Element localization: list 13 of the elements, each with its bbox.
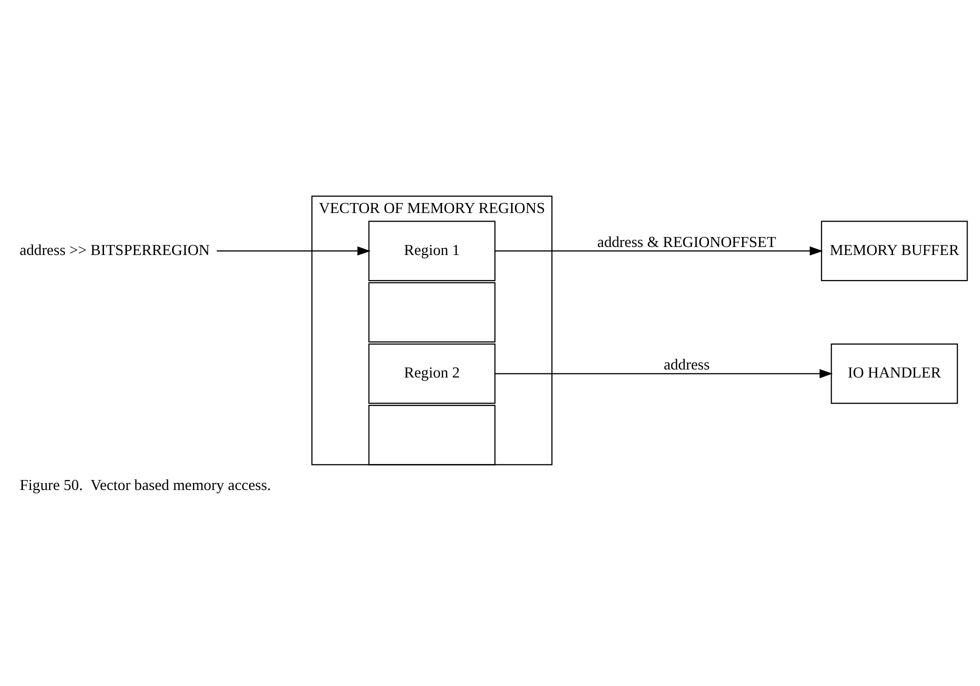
node-box [368,282,496,342]
node-box: Region 2 [368,344,496,404]
arrow [216,246,371,256]
arrow [495,246,823,256]
edge-label: address [664,356,710,374]
arrow [495,369,833,378]
node-box: MEMORY BUFFER [820,220,968,282]
node-text: address >> BITSPERREGION [20,242,210,259]
caption: Figure 50. Vector based memory access. [20,477,271,494]
node-box: Region 1 [368,220,496,282]
node-box [368,404,496,466]
edge-label: address & REGIONOFFSET [597,234,776,251]
node-box: IO HANDLER [830,344,958,404]
